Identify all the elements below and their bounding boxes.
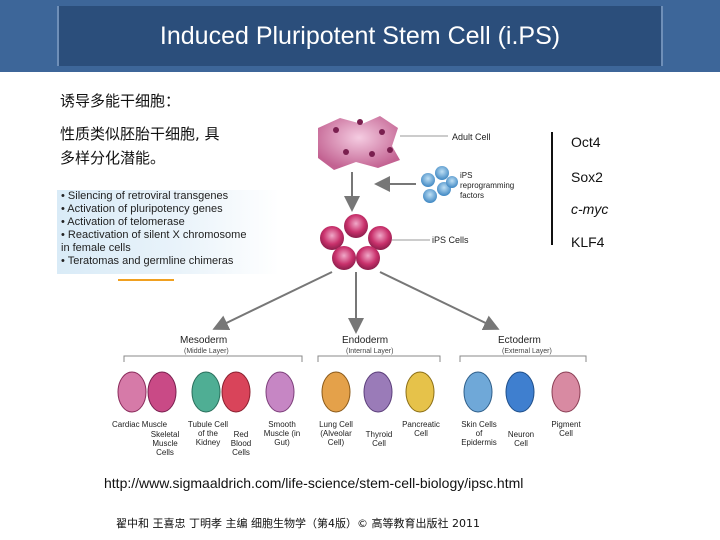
- factor-oct4: Oct4: [571, 134, 601, 150]
- cell-label-pancreatic: Pancreatic Cell: [402, 420, 440, 438]
- description-line-2: 多样分化潜能。: [60, 149, 166, 167]
- cell-label-skin: Skin Cells of Epidermis: [461, 420, 497, 447]
- property-item: • Reactivation of silent X chromosome: [61, 229, 247, 241]
- cell-label-neuron: Neuron Cell: [507, 430, 535, 448]
- cell-label-skeletal: Skeletal Muscle Cells: [150, 430, 180, 457]
- factor-cmyc: c-myc: [571, 201, 609, 217]
- cell-label-rbc: Red Blood Cells: [230, 430, 252, 457]
- factor-klf4: KLF4: [571, 234, 605, 250]
- ips-factors-label-1: iPS: [460, 171, 472, 180]
- cell-label-cardiac: Cardiac Muscle: [112, 420, 168, 429]
- ectoderm-sublabel: (External Layer): [502, 348, 552, 355]
- cell-label-smooth-muscle: Smooth Muscle (in Gut): [263, 420, 301, 447]
- source-url: http://www.sigmaaldrich.com/life-science…: [104, 475, 524, 491]
- ips-cells-label: iPS Cells: [432, 235, 469, 245]
- ips-cell-cluster: [320, 214, 392, 270]
- cell-label-pigment: Pigment Cell: [551, 420, 581, 438]
- ips-properties-box: • Silencing of retroviral transgenes • A…: [57, 190, 279, 274]
- title-panel: Induced Pluripotent Stem Cell (i.PS): [57, 6, 663, 66]
- reprogramming-factor-particles: [421, 166, 458, 203]
- slide-title: Induced Pluripotent Stem Cell (i.PS): [159, 21, 561, 50]
- property-item: • Teratomas and germline chimeras: [61, 255, 234, 267]
- property-item: • Activation of pluripotency genes: [61, 203, 223, 215]
- property-item: in female cells: [61, 242, 131, 254]
- cell-type-images: [117, 371, 581, 413]
- cell-label-kidney: Tubule Cell of the Kidney: [187, 420, 229, 447]
- title-bar: Induced Pluripotent Stem Cell (i.PS): [0, 0, 720, 72]
- ectoderm-label: Ectoderm: [498, 335, 541, 346]
- adult-cell-cluster: [318, 116, 400, 170]
- mesoderm-label: Mesoderm: [180, 335, 227, 346]
- intro-text: 诱导多能干细胞：: [60, 92, 181, 110]
- citation: 翟中和 王喜忠 丁明孝 主编 细胞生物学（第4版）© 高等教育出版社 2011: [116, 517, 480, 530]
- accent-line: [118, 279, 174, 281]
- factors-bracket: [551, 132, 553, 245]
- cell-label-thyroid: Thyroid Cell: [365, 430, 393, 448]
- cell-label-lung: Lung Cell (Alveolar Cell): [319, 420, 353, 447]
- property-item: • Silencing of retroviral transgenes: [61, 190, 229, 202]
- ips-factors-label-3: factors: [460, 191, 484, 200]
- factor-sox2: Sox2: [571, 169, 603, 185]
- mesoderm-sublabel: (Middle Layer): [184, 348, 229, 355]
- description-line-1: 性质类似胚胎干细胞, 具: [60, 125, 220, 143]
- property-item: • Activation of telomerase: [61, 216, 185, 228]
- description-text: 性质类似胚胎干细胞, 具 多样分化潜能。: [60, 122, 220, 170]
- adult-cell-label: Adult Cell: [452, 132, 491, 142]
- endoderm-sublabel: (Internal Layer): [346, 348, 393, 355]
- endoderm-label: Endoderm: [342, 335, 388, 346]
- ips-factors-label-2: reprogramming: [460, 181, 514, 190]
